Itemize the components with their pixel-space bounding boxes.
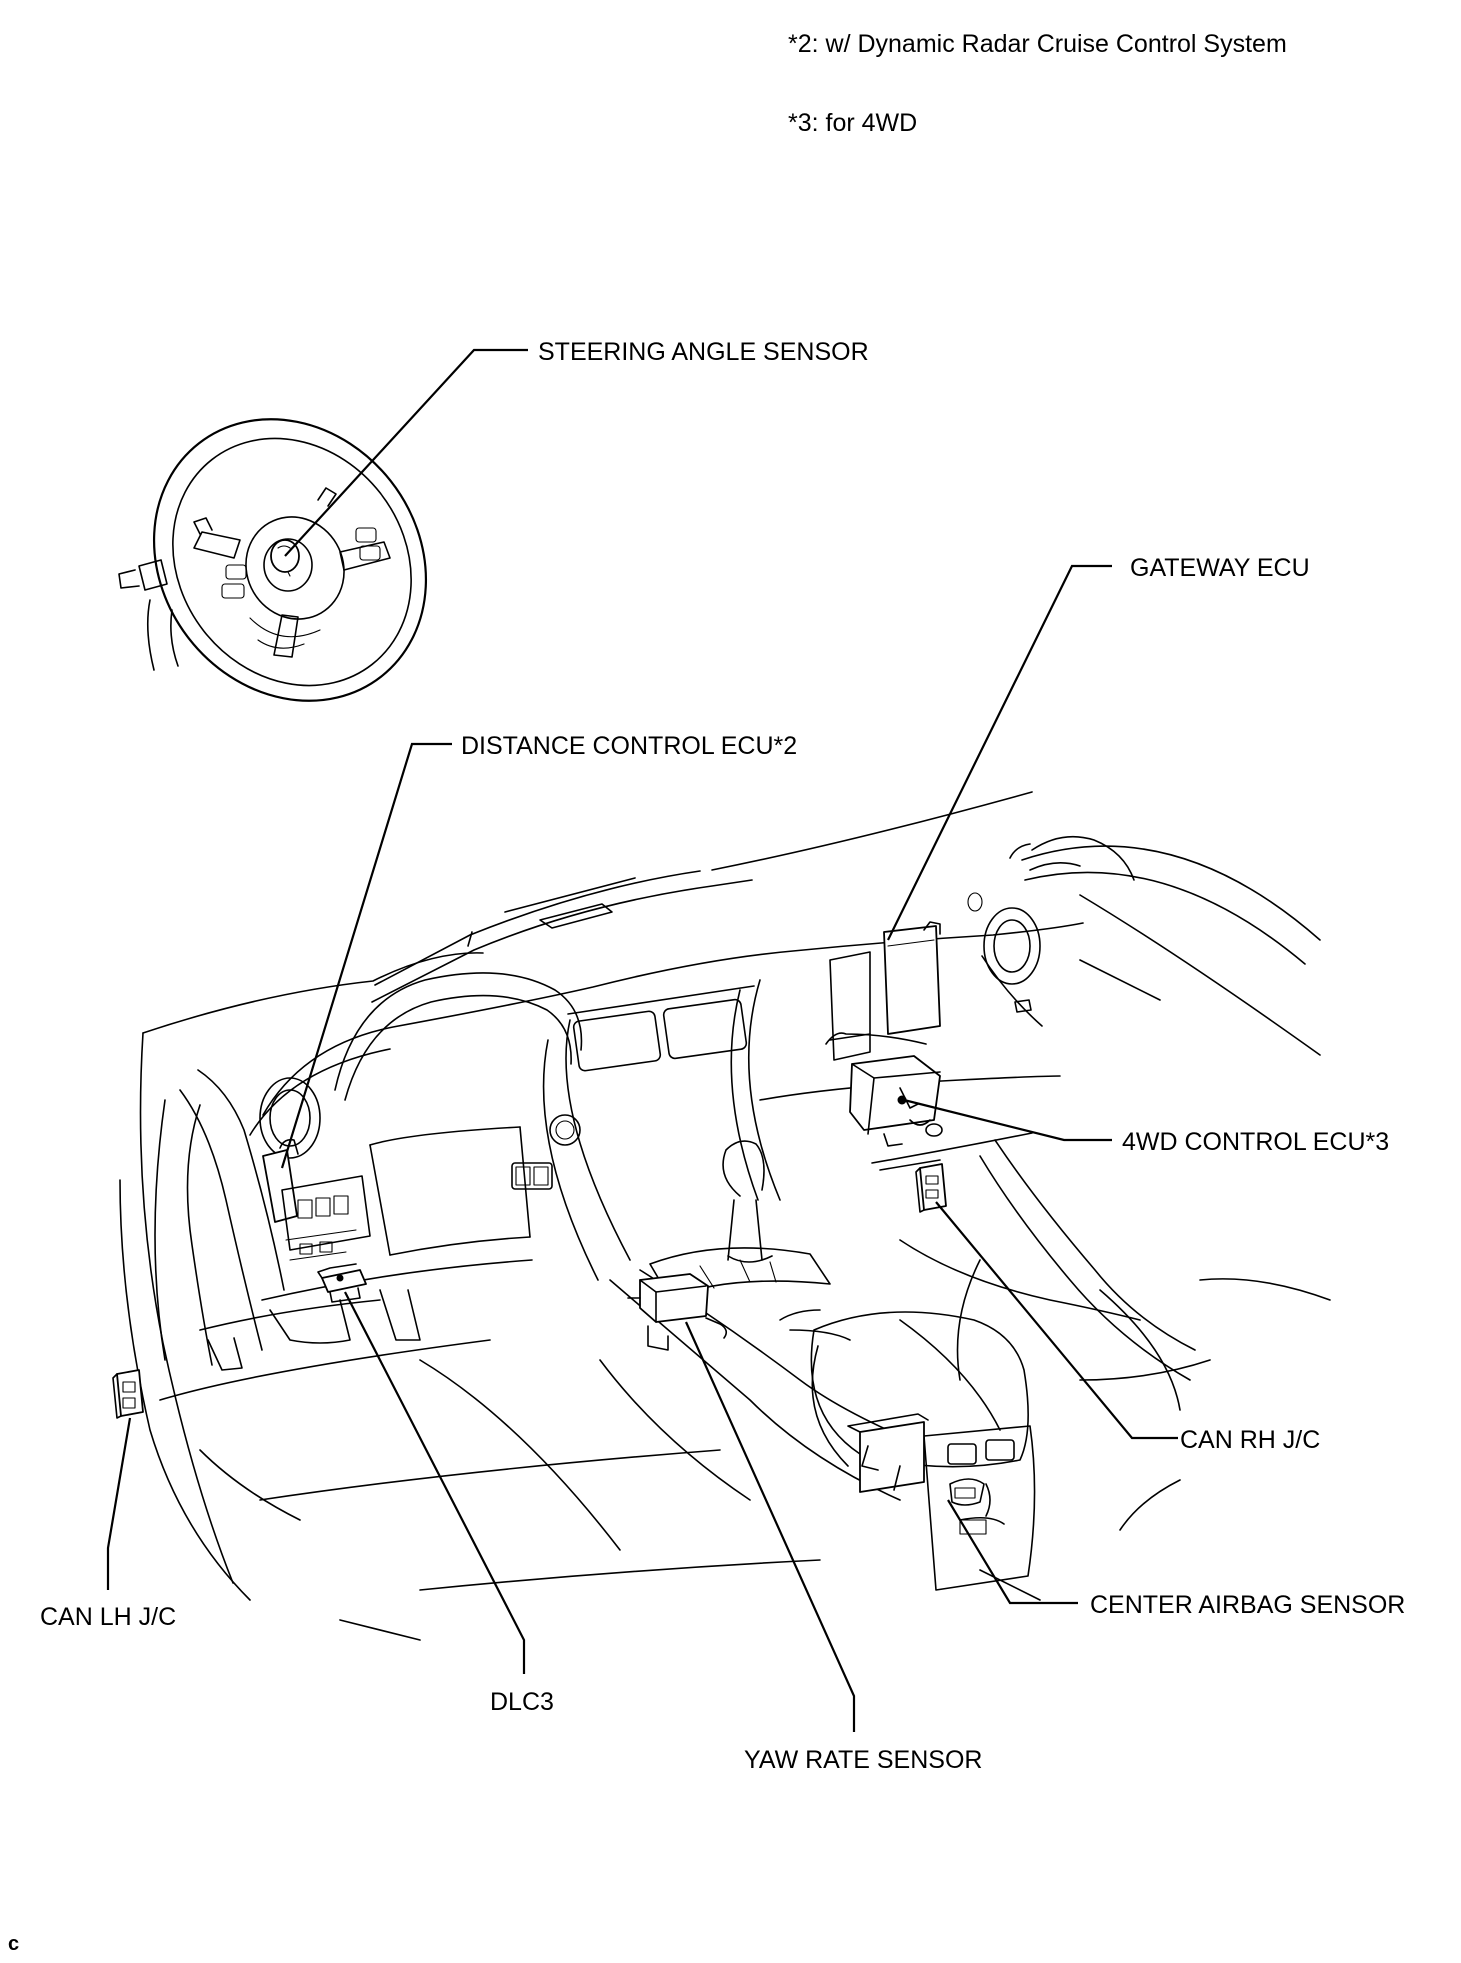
label-can-lh-jc: CAN LH J/C [40,1603,176,1631]
can-lh-jc-part [112,1369,144,1419]
label-yaw-rate-sensor: YAW RATE SENSOR [744,1746,982,1774]
label-center-airbag-sensor: CENTER AIRBAG SENSOR [1090,1591,1405,1619]
leader-lines [106,348,1178,1732]
vehicle-interior-illustration [119,791,1331,1641]
steering-wheel-illustration [118,418,428,702]
label-gateway-ecu: GATEWAY ECU [1130,554,1310,582]
label-steering-angle-sensor: STEERING ANGLE SENSOR [538,338,869,366]
4wd-control-ecu-part [849,1055,943,1147]
gateway-ecu-part [825,921,941,1061]
yaw-rate-sensor-part [627,1273,728,1351]
label-4wd-control-ecu: 4WD CONTROL ECU*3 [1122,1128,1389,1156]
label-can-rh-jc: CAN RH J/C [1180,1426,1320,1454]
label-distance-control-ecu: DISTANCE CONTROL ECU*2 [461,732,797,760]
can-rh-jc-part [915,1163,947,1213]
note-dynamic-radar: *2: w/ Dynamic Radar Cruise Control Syst… [788,30,1287,58]
figure-code: c [8,1933,19,1955]
dlc3-part [317,1263,367,1303]
distance-control-ecu-part [262,1138,371,1261]
center-airbag-sensor-part [847,1413,1005,1525]
note-4wd: *3: for 4WD [788,109,917,137]
label-dlc3: DLC3 [490,1688,554,1716]
